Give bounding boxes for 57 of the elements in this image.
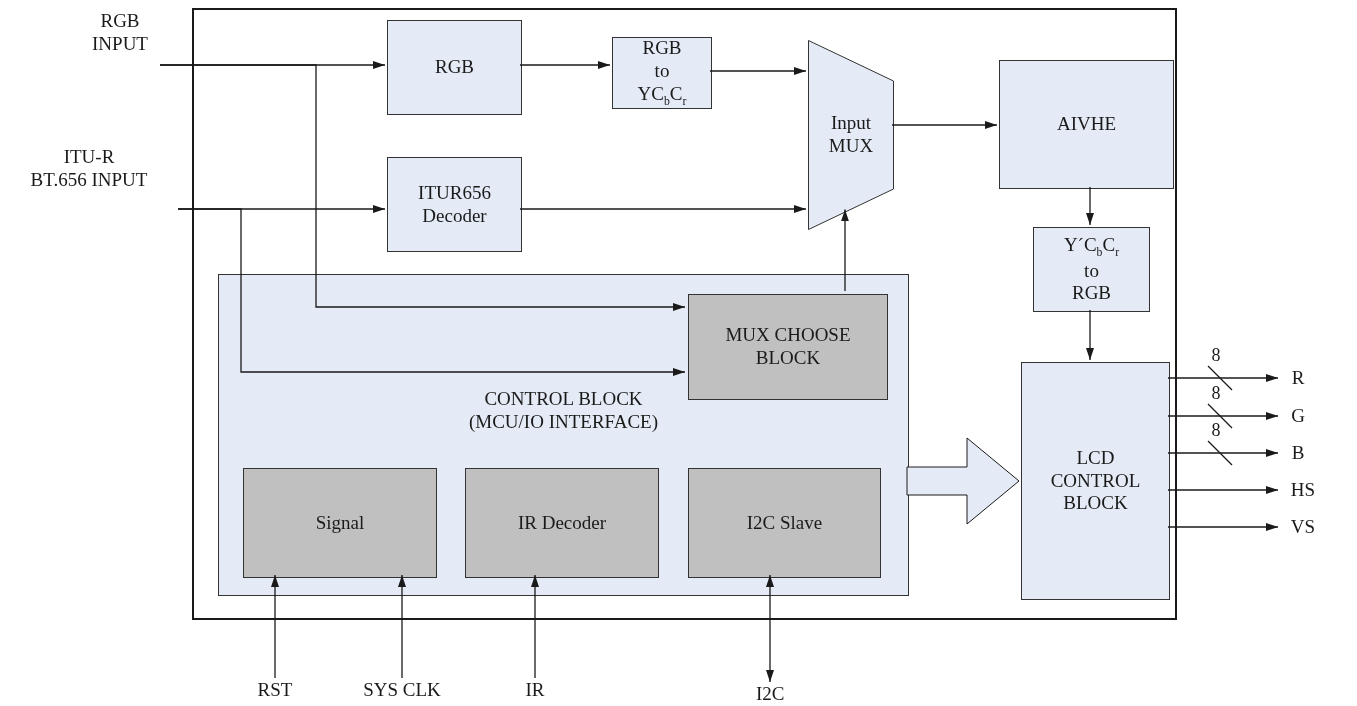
process-box [999, 60, 1174, 189]
arrow [891, 121, 998, 129]
arrow [1167, 412, 1279, 420]
block-title: CONTROL BLOCK (MCU/IO INTERFACE) [467, 388, 660, 434]
signal-label: I2C [755, 682, 786, 706]
signal-label: HS [1289, 478, 1317, 502]
function-block [688, 294, 888, 400]
process-box [1033, 227, 1150, 312]
control-block-panel [218, 274, 909, 596]
function-block [688, 468, 881, 578]
arrow [1167, 374, 1279, 382]
arrow [1086, 309, 1094, 361]
block-label: IR Decoder [516, 511, 608, 535]
block-label: RGB to YC$_{b}$C$_{r}$ [636, 37, 688, 109]
arrow [531, 574, 539, 679]
process-box [1021, 362, 1170, 600]
signal-label: B [1290, 441, 1306, 465]
edge-label: 8 [1210, 421, 1222, 439]
block-label: MUX CHOOSE BLOCK [724, 324, 852, 370]
arrow [1086, 186, 1094, 226]
arrow [177, 208, 686, 376]
process-box [387, 20, 522, 115]
process-box [387, 157, 522, 252]
edge-label: 8 [1210, 384, 1222, 402]
arrow [841, 208, 849, 292]
process-box [612, 37, 712, 109]
arrow [159, 64, 686, 311]
arrow [398, 574, 406, 679]
signal-label: G [1290, 404, 1306, 428]
block-label: RGB [433, 56, 476, 79]
signal-label: ITU-R BT.656 INPUT [29, 146, 149, 192]
arrow [709, 67, 807, 75]
chip-boundary-box [192, 8, 1177, 620]
arrow [519, 205, 807, 213]
edge-label: 8 [1210, 346, 1222, 364]
function-block [243, 468, 437, 578]
signal-label: IR [524, 678, 546, 702]
arrow [519, 61, 611, 69]
arrow [271, 574, 279, 679]
function-block [465, 468, 659, 578]
block-label: Y´C$_{b}$C$_{r}$ to RGB [1062, 233, 1121, 306]
signal-label: R [1290, 366, 1306, 390]
signal-label: SYS CLK [362, 678, 442, 702]
arrow [1167, 523, 1279, 531]
block-label: Signal [314, 511, 366, 535]
signal-label: RGB INPUT [91, 10, 149, 56]
arrow [766, 574, 774, 683]
block-label: Input MUX [827, 112, 875, 158]
arrow [1167, 486, 1279, 494]
block-label: ITUR656 Decoder [417, 181, 492, 228]
signal-label: VS [1289, 515, 1317, 539]
signal-label: RST [256, 678, 294, 702]
block-arrow [906, 437, 1020, 525]
block-label: AIVHE [1055, 113, 1118, 136]
arrow [1167, 449, 1279, 457]
block-label: LCD CONTROL BLOCK [1049, 446, 1142, 516]
block-label: I2C Slave [745, 511, 824, 535]
